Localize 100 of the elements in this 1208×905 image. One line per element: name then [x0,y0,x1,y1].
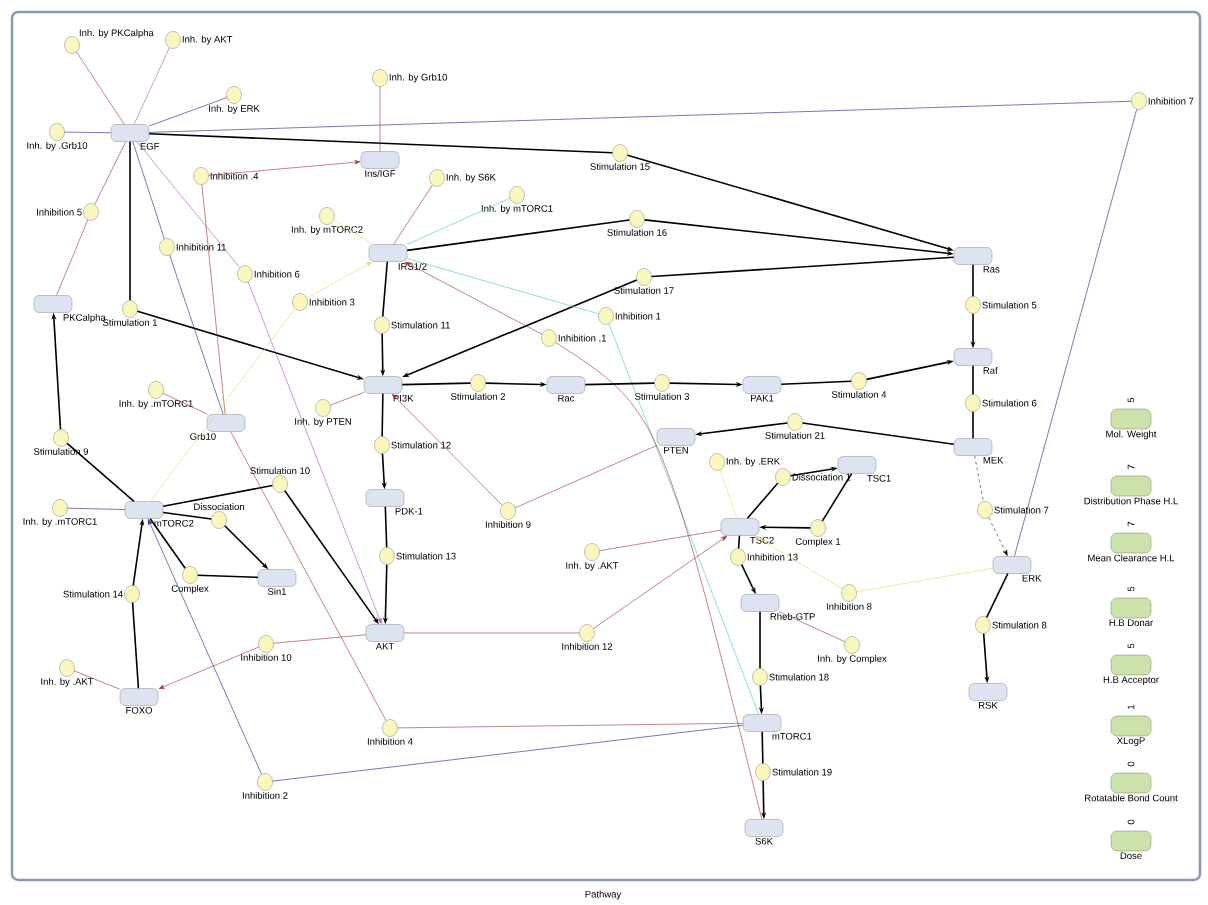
node-label: Rheb-GTP [770,612,815,620]
node-label: Inh. by PTEN [295,417,351,427]
property-box: Dose 0 [1110,819,1152,860]
node-label: Inhibition 5 [37,208,82,216]
node-label: Inhibition 2 [242,791,288,799]
node-label: RSK [979,701,998,709]
node-label: PTEN [664,446,688,454]
node-label: PAK1 [751,394,774,402]
node-label: Inh. by .mTORC1 [23,517,97,527]
node-label: Stimulation 3 [634,392,690,400]
node-label: PDK-1 [395,507,423,515]
node-label: Inh. by Grb10 [389,73,447,83]
node-label: EGF [140,142,160,150]
node-label: Inhibition .4 [210,172,259,180]
node-label: Stimulation 13 [396,552,456,560]
node-label: Inh. by .AKT [566,561,619,571]
protein-box: PAK1 [742,376,782,402]
arrow [404,261,543,335]
property-box: H.B Acceptor 5 [1103,643,1159,685]
caption-text: Pathway [585,890,622,900]
node-label: Stimulation 15 [590,162,650,170]
node-label: Stimulation 5 [982,301,1037,309]
node-label: Complex 1 [795,537,841,547]
node-label: ERK [1022,574,1042,582]
node-label: PI3K [393,394,414,402]
node-label: Rotatable Bond Count [1085,794,1178,802]
arrow [247,281,382,624]
node-label: Ras [983,265,1000,273]
node-label: Inh. by Complex [818,654,887,664]
node-label: 5 [1127,397,1135,403]
arrow [391,394,503,506]
node-label: Stimulation 10 [250,467,310,475]
node-label: Stimulation 11 [391,321,450,329]
node-label: Inh. by PKCalpha [79,29,154,39]
node-label: mTORC1 [772,732,812,740]
property-box: H.B Donar 5 [1109,586,1153,627]
protein-box: TSC2 [720,518,774,544]
protein-box: Raf [953,348,998,374]
node-label: Inh. by .AKT [41,677,94,687]
protein-box: FOXO [119,688,159,714]
node-label: Inh. by mTORC2 [291,225,363,235]
protein-box: IRS1/2 [368,244,427,270]
node-label: 7 [1127,521,1135,527]
node-label: Inh. by .mTORC1 [119,399,193,409]
arrow [988,517,1008,556]
node-label: Sin1 [267,587,287,595]
node-label: Inhibition 13 [747,553,798,561]
node-label: H.B Acceptor [1103,676,1159,685]
protein-box: Ins/IGF [360,151,400,177]
node-label: 5 [1127,586,1135,592]
node-label: Inhibition 11 [176,243,226,251]
node-label: Distribution Phase H.L [1084,497,1178,505]
node-label: Stimulation 6 [982,399,1037,407]
protein-box: S6K [744,819,784,845]
arrow [158,646,260,689]
node-label: Stimulation 8 [992,621,1047,629]
node-label: TSC2 [750,536,774,544]
node-label: XLogP [1116,737,1145,746]
node-label: IRS1/2 [398,262,427,270]
node-label: Stimulation 19 [772,768,832,776]
node-label: 0 [1127,761,1135,767]
node-label: Mean Clearance H.L [1088,554,1175,562]
node-label: Stimulation 21 [765,431,825,439]
protein-box: PTEN [656,428,696,454]
arrow [754,535,843,590]
node-label: MEK [983,456,1004,464]
node-label: 5 [1127,643,1135,649]
node-label: Stimulation 2 [450,392,505,400]
node-label: Inhibition 12 [562,642,613,650]
protein-box: Rheb-GTP [740,594,815,620]
node-label: Stimulation 17 [614,286,674,294]
property-box: Mol. Weight 5 [1106,397,1157,440]
node-label: Inh. by .ERK [726,457,780,467]
node-label: Inhibition .1 [558,334,607,342]
arrow [593,535,727,629]
node-label: Stimulation 12 [391,441,451,449]
node-label: TSC1 [867,474,891,482]
node-label: Inh. by .Grb10 [27,141,88,151]
protein-box: PI3K [363,376,414,402]
node-label: Inh. by ERK [209,104,260,114]
node-label: Stimulation 18 [769,673,829,681]
node-label: Raf [983,366,998,374]
node-label: Dose [1120,852,1142,860]
node-label: 0 [1127,819,1135,825]
node-label: Inhibition 7 [1148,97,1194,105]
node-label: 1 [1127,704,1135,709]
node-label: Stimulation 16 [607,228,667,236]
node-label: Complex [171,584,209,594]
property-box: XLogP 1 [1110,704,1152,746]
protein-box: Rac [546,376,586,402]
protein-box: Grb10 [190,414,246,440]
node-label: Inhibition 6 [254,270,300,278]
protein-box: AKT [365,624,405,650]
protein-box: Ras [953,247,1000,273]
arrow [208,160,361,176]
protein-box: EGF [110,124,160,150]
node-label: Inh. by AKT [182,35,233,45]
node-label: Inhibition 8 [826,602,872,610]
node-label: Grb10 [190,432,216,440]
node-label: Stimulation 7 [994,506,1049,514]
